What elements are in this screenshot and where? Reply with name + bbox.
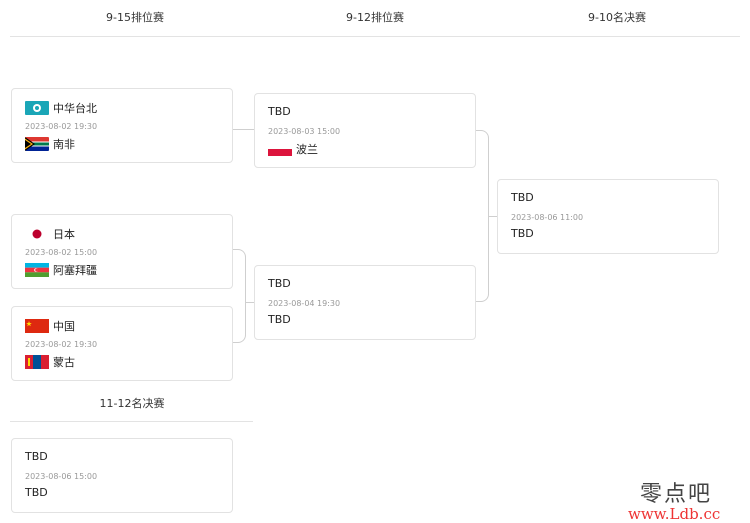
team-row: 南非 — [25, 136, 75, 152]
china-flag-icon — [25, 319, 49, 333]
round-header-9-10: 9-10名决赛 — [588, 11, 646, 24]
header-divider — [10, 36, 740, 37]
match-card-6[interactable]: TBD 2023-08-06 11:00 TBD — [497, 179, 719, 254]
match-date: 2023-08-02 19:30 — [25, 122, 98, 131]
round-header-9-12: 9-12排位赛 — [346, 11, 404, 24]
match-date: 2023-08-04 19:30 — [268, 299, 341, 308]
team-row: 日本 — [25, 226, 75, 242]
match-date: 2023-08-06 15:00 — [25, 472, 98, 481]
match-date: 2023-08-02 15:00 — [25, 248, 98, 257]
match-card-4[interactable]: TBD 2023-08-03 15:00 波兰 — [254, 93, 476, 168]
team-name: TBD — [511, 227, 534, 240]
match-card-2[interactable]: 日本 2023-08-02 15:00 阿塞拜疆 — [11, 214, 233, 289]
match-date: 2023-08-03 15:00 — [268, 127, 341, 136]
team-row: 中国 — [25, 318, 75, 334]
team-name: TBD — [25, 450, 48, 463]
team-name: 波兰 — [296, 143, 318, 156]
match-card-7[interactable]: TBD 2023-08-06 15:00 TBD — [11, 438, 233, 513]
section-divider — [10, 421, 253, 422]
team-name: 南非 — [53, 138, 75, 151]
team-name: 中国 — [53, 320, 75, 333]
team-row: 波兰 — [268, 141, 318, 157]
match-card-1[interactable]: 中华台北 2023-08-02 19:30 南非 — [11, 88, 233, 163]
south-africa-flag-icon — [25, 137, 49, 151]
bracket-connector — [488, 216, 497, 217]
team-row: 蒙古 — [25, 354, 75, 370]
azerbaijan-flag-icon — [25, 263, 49, 277]
chinese-taipei-flag-icon — [25, 101, 49, 115]
team-row: 中华台北 — [25, 100, 97, 116]
round-header-9-15: 9-15排位赛 — [106, 11, 164, 24]
match-date: 2023-08-02 19:30 — [25, 340, 98, 349]
match-date: 2023-08-06 11:00 — [511, 213, 584, 222]
team-name: 中华台北 — [53, 102, 97, 115]
match-card-3[interactable]: 中国 2023-08-02 19:30 蒙古 — [11, 306, 233, 381]
team-name: TBD — [268, 313, 291, 326]
poland-flag-icon — [268, 142, 292, 156]
match-card-5[interactable]: TBD 2023-08-04 19:30 TBD — [254, 265, 476, 340]
watermark-logo: 零点吧 — [640, 482, 713, 507]
watermark-url: www.Ldb.cc — [628, 505, 721, 523]
team-row: 阿塞拜疆 — [25, 262, 97, 278]
team-name: TBD — [268, 105, 291, 118]
section-title-11-12: 11-12名决赛 — [99, 397, 165, 410]
bracket-connector — [233, 249, 246, 343]
team-name: TBD — [25, 486, 48, 499]
team-name: TBD — [511, 191, 534, 204]
team-name: 蒙古 — [53, 356, 75, 369]
mongolia-flag-icon — [25, 355, 49, 369]
team-name: TBD — [268, 277, 291, 290]
team-name: 日本 — [53, 228, 75, 241]
bracket-connector — [233, 129, 254, 130]
bracket-connector — [245, 302, 254, 303]
team-name: 阿塞拜疆 — [53, 264, 97, 277]
japan-flag-icon — [25, 227, 49, 241]
